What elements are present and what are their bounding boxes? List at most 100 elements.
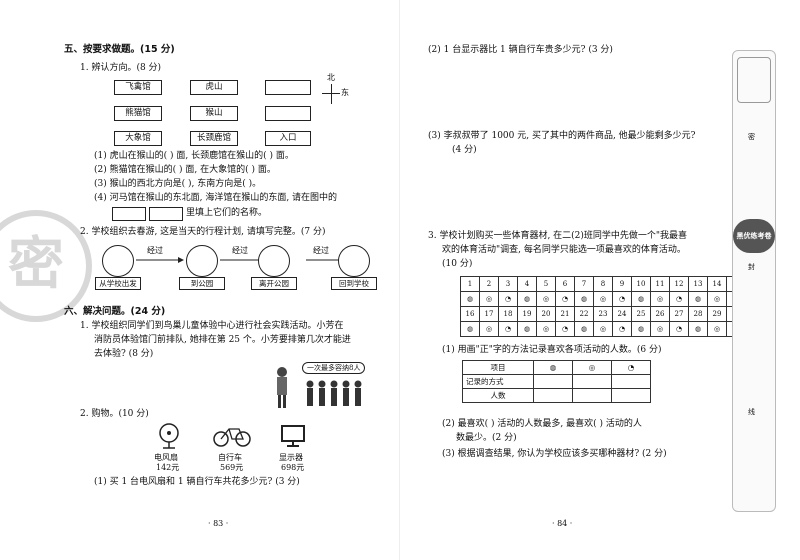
grid-number-cell: 20	[536, 306, 556, 322]
p1-line-3: 去体验? (8 分)	[94, 349, 154, 359]
bicycle-icon	[213, 428, 251, 447]
grid-activity-icon: ◎	[536, 291, 556, 307]
q2-title: 2. 学校组织去春游, 这是当天的行程计划, 请填写完整。(7 分)	[80, 227, 326, 237]
grid-activity-icon: ◔	[498, 321, 518, 337]
tally-row-method: 记录的方式	[462, 374, 534, 389]
stop-label-4: 回到学校	[331, 277, 377, 290]
grid-activity-icon: ◔	[669, 321, 689, 337]
fan-icon	[159, 423, 179, 449]
grid-number-cell: 3	[498, 276, 518, 292]
grid-activity-icon: ◎	[593, 321, 613, 337]
map-box-birds: 飞禽馆	[114, 80, 162, 95]
item-monitor-name: 显示器	[279, 453, 303, 462]
ball-icon: ◍	[549, 363, 557, 372]
tally-cell-2[interactable]	[572, 374, 612, 389]
survey-grid: 123456789101112131415◍◎◔◍◎◔◍◎◔◍◎◔◍◎◔ 161…	[460, 276, 746, 337]
grid-activity-icon: ◎	[650, 321, 670, 337]
grid-activity-icon: ◎	[593, 291, 613, 307]
grid-number-cell: 19	[517, 306, 537, 322]
grid-number-cell: 7	[574, 276, 594, 292]
stop-label-1: 从学校出发	[95, 277, 141, 290]
right-page-number: · 84 ·	[552, 519, 573, 528]
map-box-blank-2[interactable]	[265, 106, 311, 121]
side-mark-3: 线	[748, 408, 755, 416]
p3-line-3: (10 分)	[442, 259, 473, 269]
grid-activity-icon: ◍	[631, 321, 651, 337]
p2-q3-line-1: (3) 李叔叔带了 1000 元, 买了其中的两件商品, 他最少能剩多少元?	[428, 131, 696, 141]
stamp-watermark: 密	[0, 210, 92, 322]
p2-q1: (1) 买 1 台电风扇和 1 辆自行车共花多少元? (3 分)	[94, 477, 300, 487]
banner-text: 黑优练考卷	[736, 232, 772, 240]
count-cell-1[interactable]	[533, 388, 573, 403]
grid-activity-icon: ◔	[555, 321, 575, 337]
grid-number-cell: 18	[498, 306, 518, 322]
p3-line-2: 欢的体育活动"调查, 每名同学只能选一项最喜欢的体育活动。	[442, 245, 686, 255]
stop-label-3: 离开公园	[251, 277, 297, 290]
grid-number-cell: 29	[707, 306, 727, 322]
grid-activity-icon: ◔	[669, 291, 689, 307]
answer-box-1[interactable]	[112, 207, 146, 221]
compass-east: 东	[341, 88, 349, 97]
clock-2	[186, 245, 218, 277]
monitor-icon	[281, 425, 305, 447]
grid-number-cell: 1	[460, 276, 480, 292]
queue-illustration: 一次最多容纳8人	[270, 362, 375, 412]
grid-activity-icon: ◔	[612, 291, 632, 307]
tally-col-2: ◎	[572, 360, 612, 375]
map-box-elephant: 大象馆	[114, 131, 162, 146]
grid-number-cell: 11	[650, 276, 670, 292]
item-fan-price: 142元	[156, 463, 180, 472]
item-monitor-price: 698元	[281, 463, 305, 472]
tally-cell-1[interactable]	[533, 374, 573, 389]
q1-title: 1. 辨认方向。(8 分)	[80, 63, 162, 73]
rope-icon: ◎	[588, 363, 596, 372]
side-mark-1: 密	[748, 133, 755, 141]
map-box-monkey: 猴山	[190, 106, 238, 121]
grid-number-cell: 5	[536, 276, 556, 292]
grid-activity-icon: ◎	[536, 321, 556, 337]
side-binding-strip: 密 封 线 黑优练考卷	[732, 50, 776, 512]
grid-activity-icon: ◍	[517, 291, 537, 307]
tally-row-count: 人数	[462, 388, 534, 403]
tally-cell-3[interactable]	[611, 374, 651, 389]
map-box-blank-1[interactable]	[265, 80, 311, 95]
grid-activity-icon: ◍	[460, 321, 480, 337]
tally-col-3: ◔	[611, 360, 651, 375]
section6-title: 六、解决问题。(24 分)	[64, 306, 166, 317]
grid-activity-icon: ◍	[631, 291, 651, 307]
clock-1	[102, 245, 134, 277]
stamp-text: 密	[8, 231, 64, 297]
section5-title: 五、按要求做题。(15 分)	[64, 44, 175, 55]
side-mark-2: 封	[748, 263, 755, 271]
map-box-entrance: 入口	[265, 131, 311, 146]
page-divider	[399, 0, 400, 560]
p1-line-2: 消防员体验馆门前排队, 她排在第 25 个。小芳要排第几次才能进	[94, 335, 351, 345]
grid-activity-icon: ◎	[479, 321, 499, 337]
map-box-giraffe: 长颈鹿馆	[190, 131, 238, 146]
speech-bubble: 一次最多容纳8人	[302, 362, 366, 374]
via-label-1: 经过	[147, 246, 163, 255]
q1-line-3: (3) 猴山的西北方向是( ), 东南方向是( )。	[94, 179, 262, 189]
grid-number-cell: 27	[669, 306, 689, 322]
p1-line-1: 1. 学校组织同学们到鸟巢儿童体验中心进行社会实践活动。小芳在	[80, 321, 344, 331]
answer-box-2[interactable]	[149, 207, 183, 221]
tally-head: 项目	[462, 360, 534, 375]
q1-line-5: 里填上它们的名称。	[186, 208, 268, 218]
grid-activity-icon: ◍	[460, 291, 480, 307]
sub1-text: (1) 用画"正"字的方法记录喜欢各项活动的人数。(6 分)	[442, 345, 662, 355]
grid-activity-icon: ◍	[688, 321, 708, 337]
q1-line-2: (2) 熊猫馆在猴山的( ) 面, 在大象馆的( ) 面。	[94, 165, 276, 175]
grid-number-cell: 16	[460, 306, 480, 322]
count-cell-3[interactable]	[611, 388, 651, 403]
p2-q3-line-2: (4 分)	[452, 145, 477, 155]
count-cell-2[interactable]	[572, 388, 612, 403]
grid-number-cell: 8	[593, 276, 613, 292]
compass-north: 北	[327, 73, 335, 82]
grid-activity-icon: ◍	[688, 291, 708, 307]
tally-col-1: ◍	[533, 360, 573, 375]
clock-4	[338, 245, 370, 277]
sub2-line-1: (2) 最喜欢( ) 活动的人数最多, 最喜欢( ) 活动的人	[442, 419, 642, 429]
grid-activity-icon: ◍	[574, 291, 594, 307]
grid-number-cell: 9	[612, 276, 632, 292]
sub2-line-2: 数最少。(2 分)	[456, 433, 517, 443]
